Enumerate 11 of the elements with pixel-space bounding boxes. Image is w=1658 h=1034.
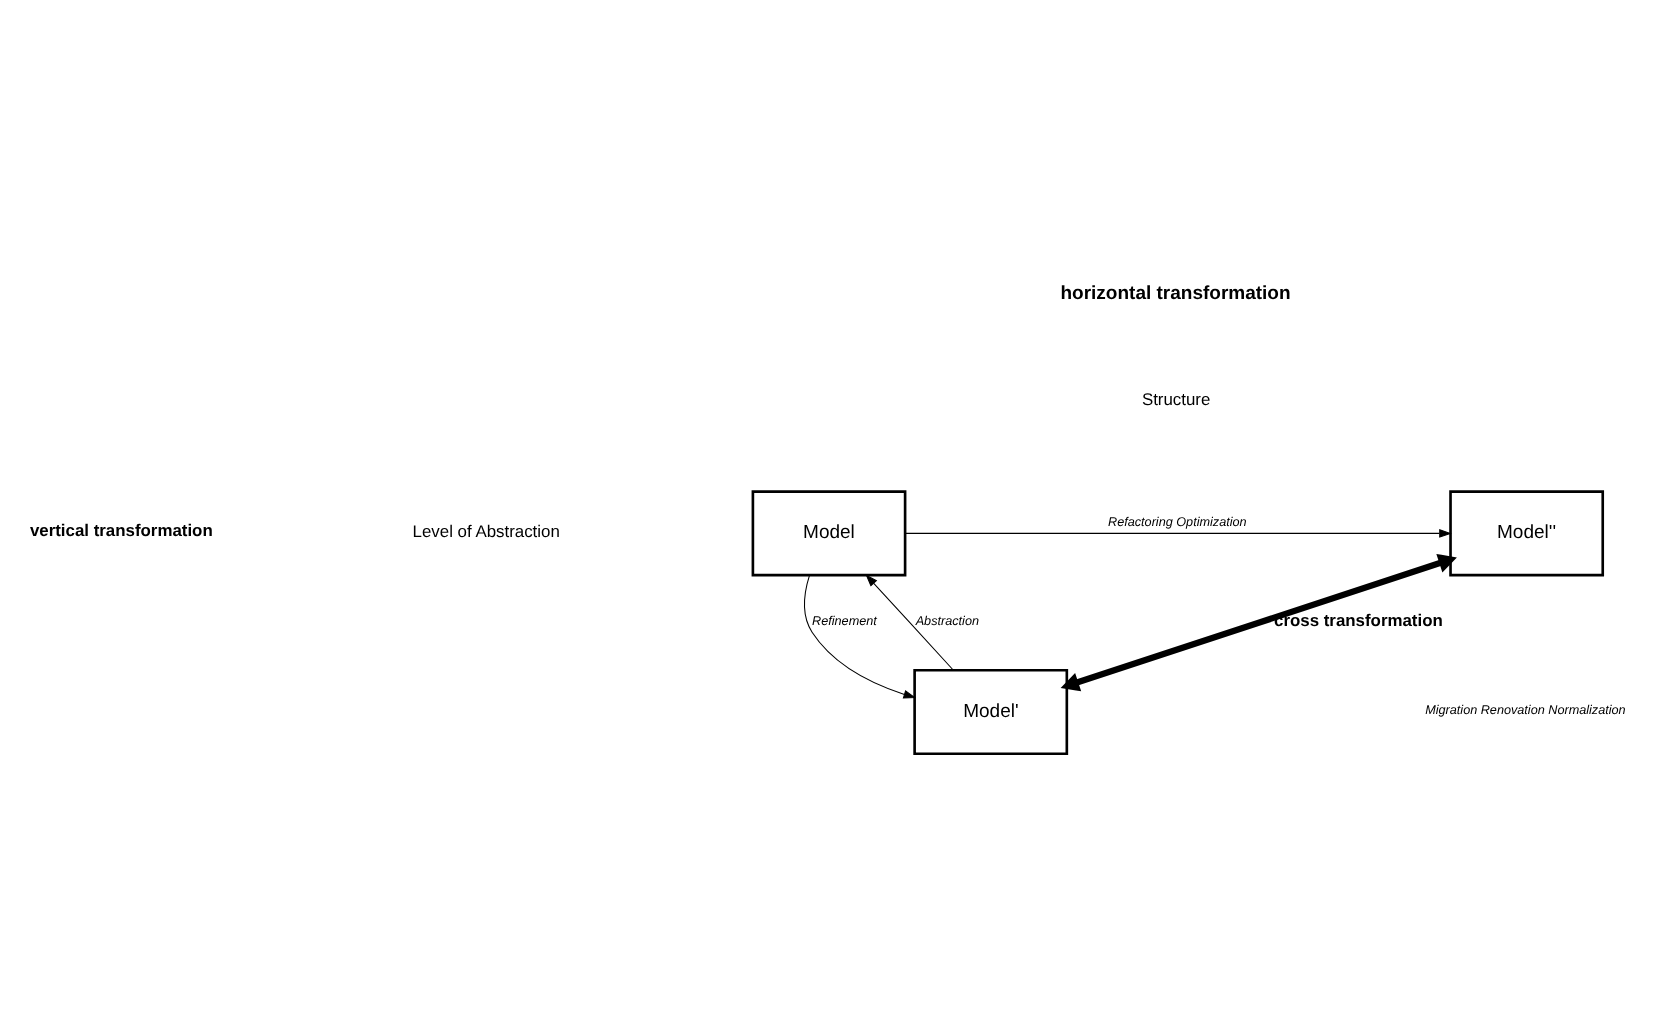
arrow — [803, 574, 917, 699]
label: Level of Abstraction — [412, 521, 560, 542]
label: vertical transformation — [29, 520, 213, 541]
node-box: Model — [751, 490, 907, 577]
label: horizontal transformation — [1060, 282, 1291, 305]
arrow — [1060, 554, 1457, 692]
label: Structure — [1141, 388, 1211, 409]
arrow — [865, 574, 954, 671]
arrow — [904, 528, 1452, 538]
node-box: Model' — [913, 668, 1069, 756]
node-box: Model'' — [1449, 490, 1605, 577]
